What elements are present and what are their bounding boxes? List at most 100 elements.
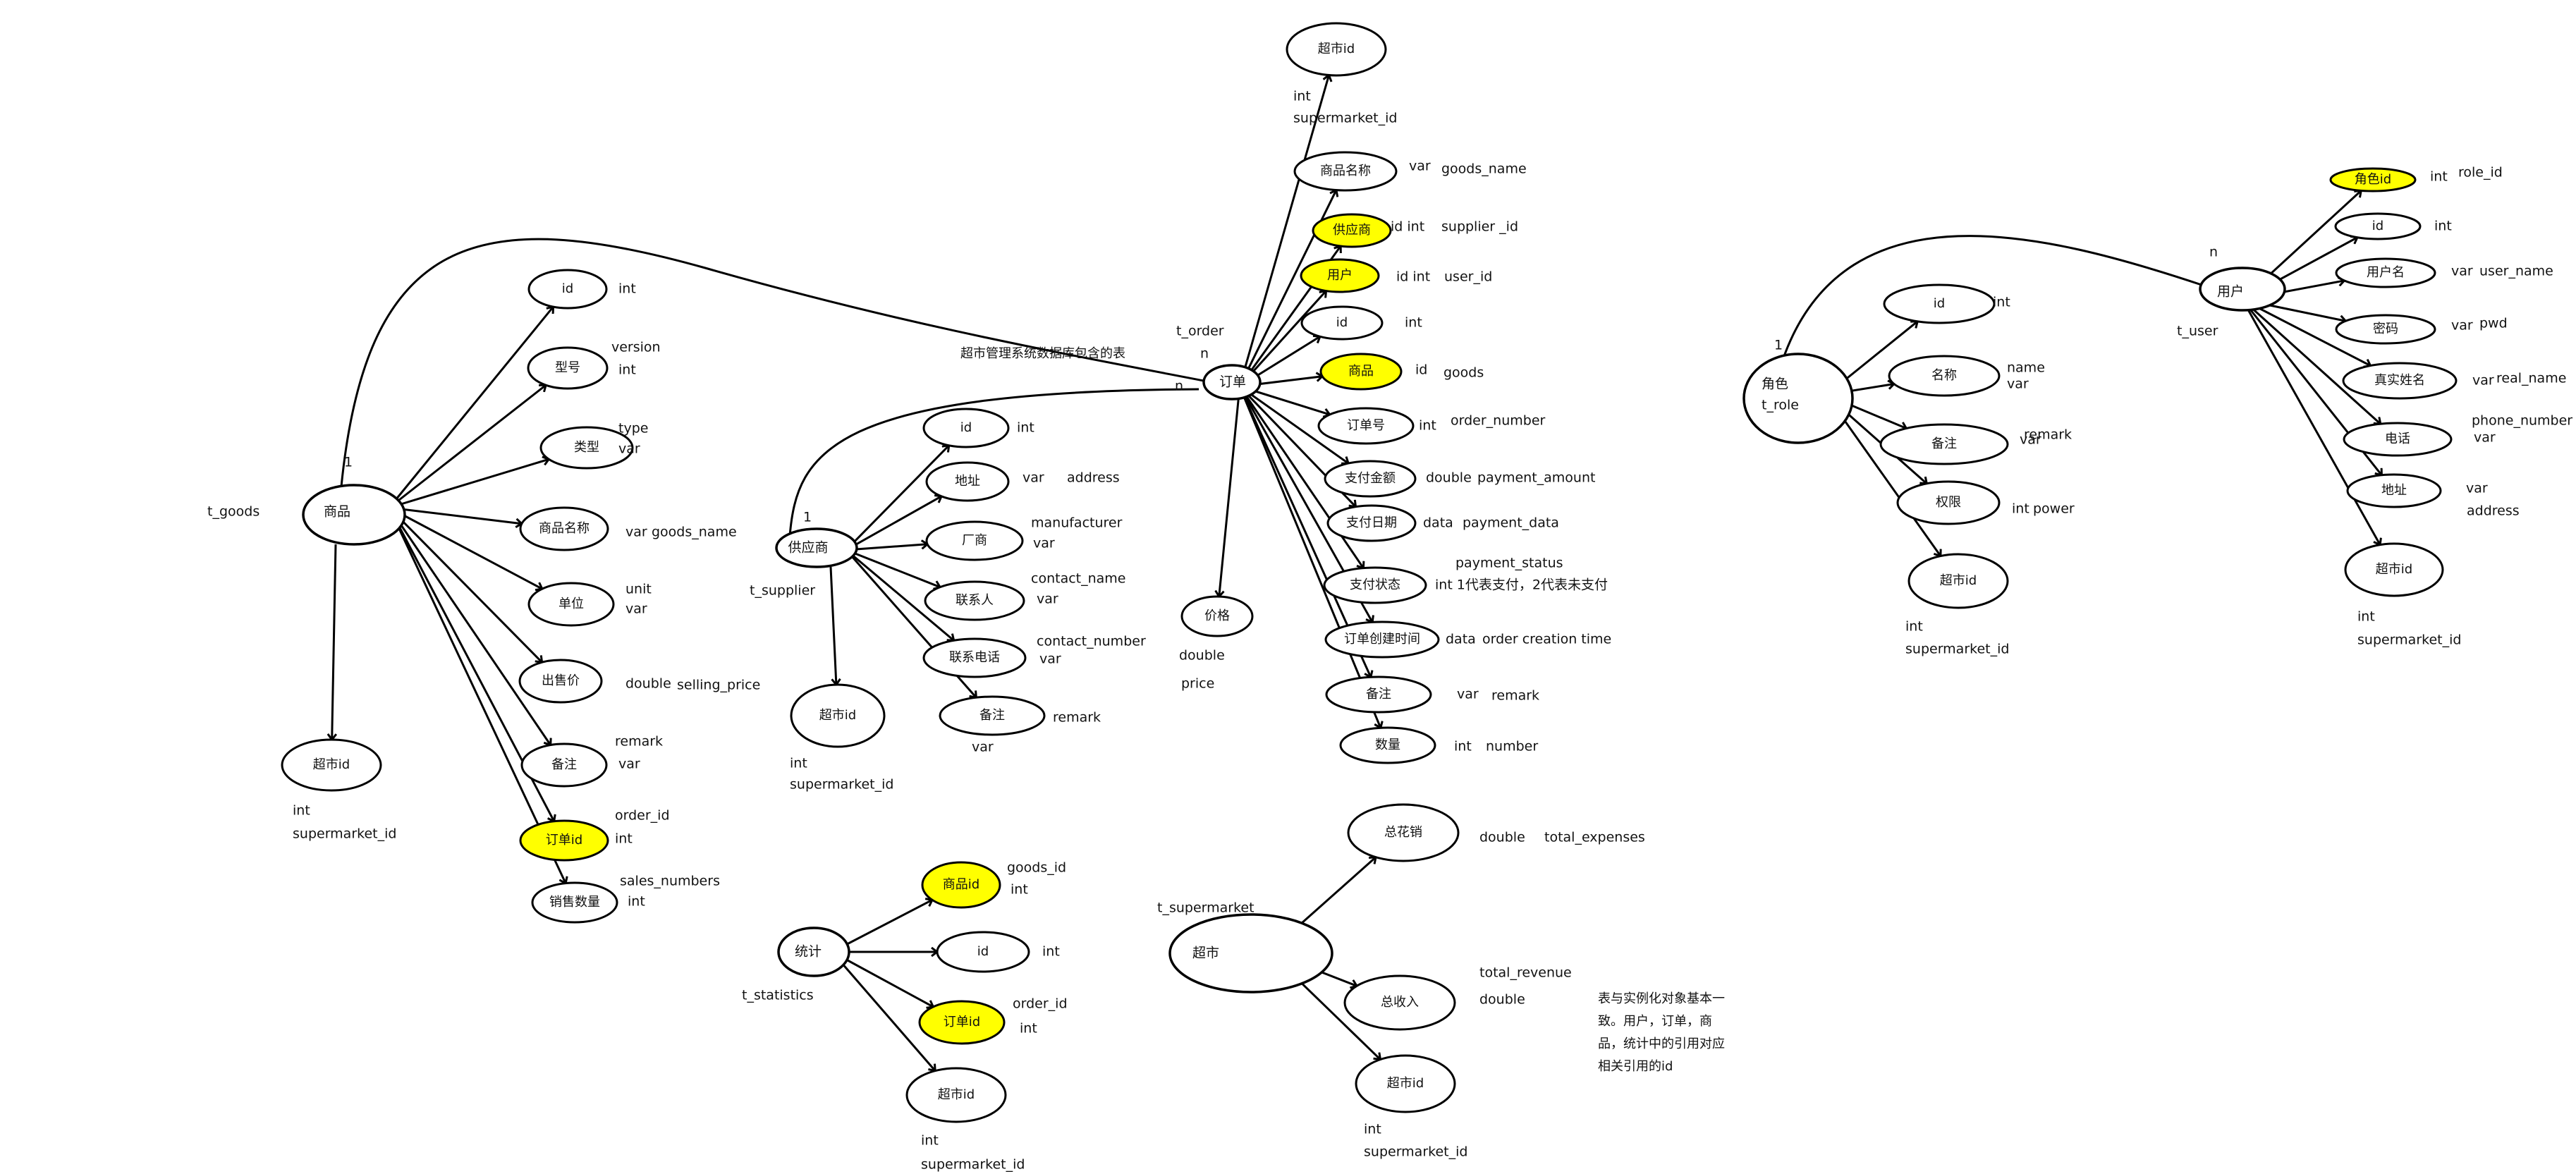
goods-sales-numbers-connector [388,507,566,883]
supplier-contact-number-connector [846,549,954,640]
statistics-order-id-field-label: order_id [1013,996,1068,1012]
role-power-attribute-node [1896,480,2001,525]
user-supermarket-id-attribute-node [2344,542,2444,597]
user-address-type-label: var [2466,481,2488,496]
user-phone-number-connector [2241,298,2381,424]
supplier-id0-attribute-node [922,408,1010,448]
order-id4-attribute-label: id [1336,315,1348,330]
order-goods-field-label: goods [1443,365,1484,381]
order-payment-data-attribute-label: 支付日期 [1346,515,1397,530]
supplier-contact-number-attribute-node [922,637,1027,678]
user-id1-attribute-label: id [2372,219,2383,233]
user-pwd-attribute-node [2335,314,2436,345]
goods-remark-type-label: var [618,757,640,772]
note-line-2: 致。用户，订单，商 [1598,1014,1712,1029]
supplier-address-type-label: var [1023,470,1044,486]
goods-type-attribute-label: 类型 [574,440,599,455]
supplier-entity-label: 供应商 [788,540,828,556]
goods-version-attribute-node [527,346,609,390]
user-real-name-type-label: var [2472,373,2494,389]
goods-supermarket-id-type-label: int [293,803,310,819]
goods-selling-price-attribute-label: 出售价 [542,673,580,688]
goods-version-connector [389,385,546,509]
order-goods-attribute-node [1319,353,1403,391]
goods-goods-name-connector [389,506,522,524]
order-number-connector [1238,386,1381,728]
supplier-contact-number-type-label: var [1039,652,1061,667]
order-remark-field-label: remark [1491,688,1539,704]
goods-remark-attribute-node [520,742,608,788]
order-supplier-id-attribute-node [1312,213,1392,248]
order-payment-data-field-label: payment_data [1463,515,1559,531]
goods-type-field-label: type [618,421,648,436]
order-remark-type-label: var [1457,687,1479,702]
role-remark-attribute-label: 备注 [1931,436,1957,451]
goods-remark-field-label: remark [615,734,663,750]
order-goods-name-field-label: goods_name [1441,161,1527,177]
order-user-id-attribute-node [1300,258,1380,293]
supermarket-supermarket-id-attribute-label: 超市id [1387,1076,1424,1091]
order-remark-attribute-label: 备注 [1366,687,1391,702]
role-id0-type-label: int [1993,295,2010,310]
role-table-name: t_role [1762,398,1799,413]
user-id1-attribute-node [2334,212,2422,240]
goods-sales-numbers-field-label: sales_numbers [620,874,720,889]
supplier-table-name: t_supplier [750,583,815,599]
goods-id0-connector [388,307,554,508]
role-name-attribute-node [1888,355,2001,397]
goods-unit-attribute-label: 单位 [558,597,584,611]
note-line-3: 品，统计中的引用对应 [1598,1037,1725,1051]
note-line-4: 相关引用的id [1598,1059,1673,1074]
order-cardinality-label: n [1175,379,1183,394]
role-power-type-label: int [2012,501,2029,517]
order-payment-status-attribute-node [1323,566,1427,604]
role-power-field-label: power [2033,501,2075,517]
user-real-name-attribute-node [2342,362,2458,400]
supplier-contact-name-attribute-node [924,580,1025,621]
statistics-order-id-attribute-node [918,1000,1006,1045]
statistics-goods-id-attribute-label: 商品id [943,877,979,892]
supplier-remark-type-label: var [972,740,994,755]
order-user-id-attribute-label: 用户 [1327,268,1353,283]
order-supplier-id-field-label: supplier _id [1441,219,1518,235]
statistics-supermarket-id-field-label: supermarket_id [921,1157,1025,1173]
order-payment-amount-attribute-label: 支付金额 [1345,471,1396,486]
role-supermarket-id-attribute-label: 超市id [1940,573,1977,588]
supermarket-total-expenses-attribute-label: 总花销 [1384,825,1422,840]
user-user-name-attribute-label: 用户名 [2367,265,2405,280]
supplier-remark-attribute-label: 备注 [979,708,1005,723]
order-order-number-field-label: order_number [1451,413,1546,429]
statistics-entity-node [777,927,850,977]
user-entity-node [2199,267,2286,312]
order-payment-amount-connector [1239,385,1348,463]
order-payment-status-field-label: payment_status [1455,556,1563,571]
supplier-supermarket-id-attribute-node [790,683,886,748]
supplier-address-field-label: address [1067,470,1120,486]
goods-selling-price-field-label: selling_price [677,678,760,693]
user-phone-number-attribute-node [2343,422,2453,457]
order-goods-name-attribute-label: 商品名称 [1320,164,1371,178]
goods-supermarket-id-attribute-label: 超市id [313,757,350,772]
role-supermarket-id-field-label: supermarket_id [1905,642,2009,657]
goods-entity-node [302,484,406,546]
supplier-contact-name-field-label: contact_name [1031,571,1125,587]
role-name-type-label: var [2007,377,2029,392]
goods-order-id-attribute-label: 订单id [546,833,582,848]
user-entity-label: 用户 [2217,284,2244,300]
order-number-attribute-label: 数量 [1375,738,1400,752]
role-id0-attribute-label: id [1934,296,1945,311]
supplier-supermarket-id-field-label: supermarket_id [790,777,893,793]
goods-version-field-label: version [611,340,661,355]
order-price-attribute-node [1180,595,1254,637]
order-payment-amount-type-label: double [1426,470,1472,486]
goods-type-type-label: var [618,441,640,457]
order-price-type-label: double [1179,648,1225,664]
supplier-remark-attribute-node [939,695,1046,736]
supplier-to-order-relationship [788,388,1200,537]
order-entity-node [1202,364,1262,400]
order-user-id-type-label: id int [1396,269,1430,285]
user-phone-number-field-label: phone_number [2472,413,2572,429]
statistics-order-id-type-label: int [1020,1021,1037,1037]
